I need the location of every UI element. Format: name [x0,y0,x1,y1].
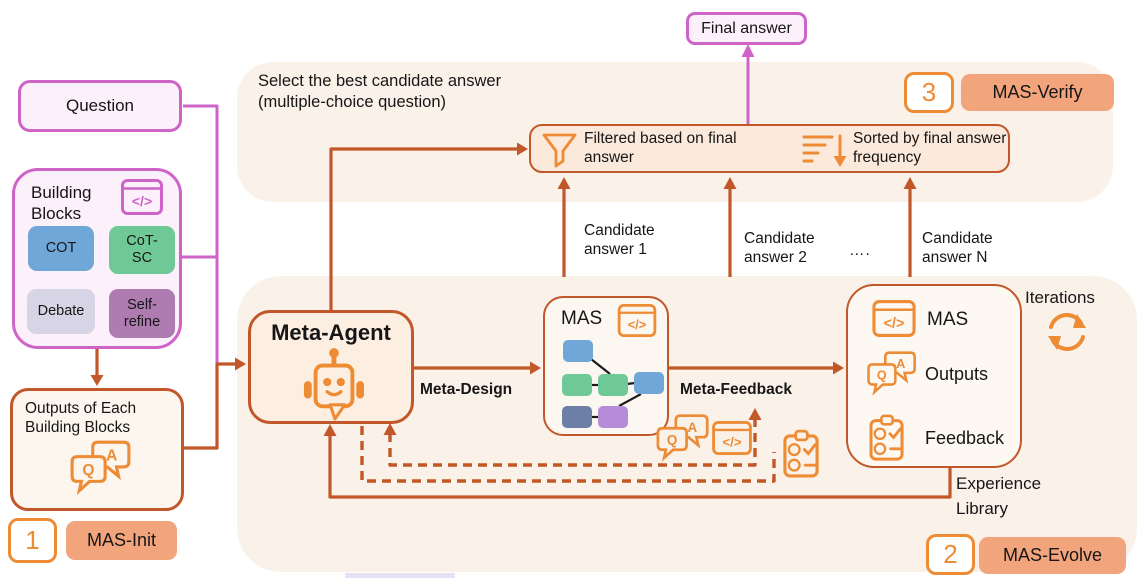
svg-text:A: A [687,420,697,435]
question-answer-icon: A Q [867,351,916,396]
svg-text:</>: </> [132,193,152,209]
step-1-number-badge: 1 [8,518,57,563]
artifact-mas-label: MAS [927,309,969,330]
candidate-ellipsis: …. [849,242,871,259]
chip-cot-label: COT [45,240,77,257]
experience-library-label: Experience Library [956,474,1042,518]
sort-label: Sorted by final answer frequency [853,130,1007,167]
chip-debate-label: Debate [37,303,85,320]
chip-self-refine: Self-refine [109,289,175,338]
outputs-label: Outputs of Each Building Blocks [25,400,137,437]
candidate-answer-n-label: Candidate answer N [922,230,993,267]
mas-verify-label: MAS-Verify [992,82,1083,102]
svg-text:</>: </> [628,317,647,332]
verify-instruction-line2: (multiple-choice question) [258,92,447,111]
code-window-icon: </> [712,421,752,455]
verify-instruction: Select the best candidate answer (multip… [258,71,501,112]
meta-design-label: Meta-Design [420,381,513,398]
filter-label: Filtered based on final answer [584,130,737,167]
artifact-outputs-label: Outputs [925,364,989,384]
candidate-answer-1-label: Candidate answer 1 [584,222,655,259]
question-answer-icon: A Q [70,440,131,496]
robot-icon [303,348,365,421]
svg-text:Q: Q [877,369,887,383]
iterations-label: Iterations [1025,288,1095,307]
mas-init-label: MAS-Init [86,530,156,550]
meta-agent-title: Meta-Agent [271,320,391,345]
chip-self-refine-label: Self-refine [123,296,161,330]
funnel-icon [542,133,577,168]
step-3-number: 3 [921,77,937,107]
mas-evolve-label: MAS-Evolve [1002,545,1103,565]
final-answer-label: Final answer [701,19,792,37]
svg-text:A: A [106,448,117,465]
feedback-clipboard-icon [869,414,904,461]
question-box: Question [18,80,182,132]
chip-debate: Debate [27,289,95,334]
step-3-number-badge: 3 [904,72,954,113]
filter-sort-box: Filtered based on final answer Sorted by… [529,124,1010,173]
candidate-answer-2-label: Candidate answer 2 [744,230,815,267]
code-window-icon: </> [872,300,916,337]
step-1-number: 1 [25,525,40,555]
meta-agent-box: Meta-Agent [248,310,414,424]
outputs-box: Outputs of Each Building Blocks A Q [10,388,184,511]
mas-verify-pill: MAS-Verify [961,74,1114,111]
building-blocks-box: Building Blocks </> COT CoT-SC Debate Se… [12,168,182,349]
chip-cot-sc-label: CoT-SC [126,233,158,266]
question-label: Question [65,96,135,116]
mas-box-label: MAS [561,308,603,329]
feedback-clipboard-icon [783,429,819,478]
iterations-cycle-icon [1048,313,1086,351]
step-2-number-badge: 2 [926,534,975,575]
svg-text:Q: Q [667,432,677,447]
verify-instruction-line1: Select the best candidate answer [258,72,502,90]
building-blocks-title: Building Blocks [31,183,92,224]
question-answer-icon: A Q [656,414,709,462]
agent-graph [562,340,664,428]
mas-artifacts-box: </> MAS A Q Outputs Feedback [846,284,1022,468]
svg-text:A: A [896,357,905,371]
sort-icon [802,134,847,167]
mas-design-box: MAS </> [543,296,669,436]
final-answer-box: Final answer [686,12,807,45]
artifact-feedback-label: Feedback [925,428,1005,448]
bottom-cropped-box [345,573,455,578]
meta-feedback-label: Meta-Feedback [680,381,792,398]
step-2-number: 2 [943,539,958,569]
code-window-icon: </> [121,179,163,215]
chip-cot: COT [28,226,94,271]
svg-text:Q: Q [82,462,94,479]
svg-text:</>: </> [722,435,741,450]
svg-text:</>: </> [884,316,905,332]
mas-init-pill: MAS-Init [66,521,177,560]
code-window-icon: </> [617,304,657,337]
mas-evolve-pill: MAS-Evolve [979,537,1126,574]
chip-cot-sc: CoT-SC [109,226,175,274]
